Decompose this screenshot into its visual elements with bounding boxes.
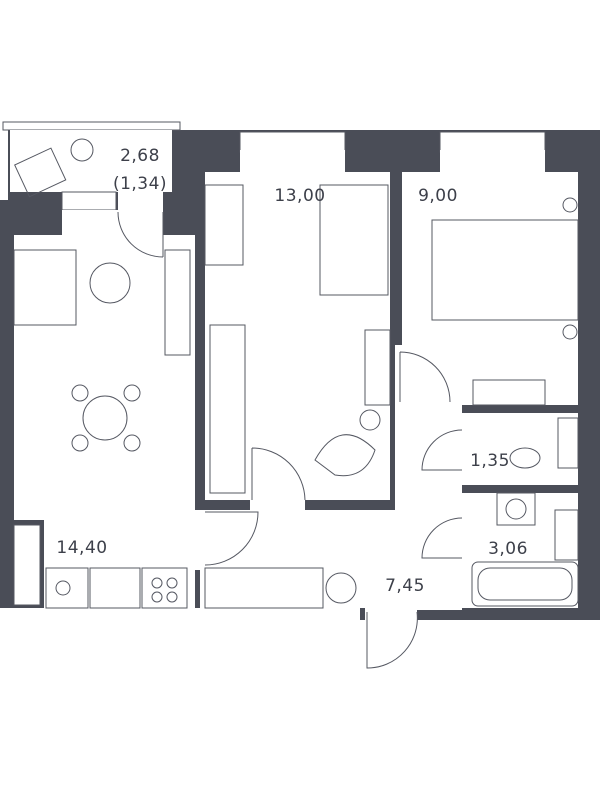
wc-door[interactable] [421,429,463,471]
window [439,131,546,153]
kitchen-door[interactable] [204,511,259,566]
balcony-railing [2,121,181,131]
bedroom-1-door[interactable] [251,447,306,501]
furniture [13,138,579,609]
entrance-door[interactable] [366,611,418,669]
bedroom-2-door[interactable] [399,351,451,403]
balcony-reduced-area: (1,34) [112,174,168,194]
bathroom-door[interactable] [421,517,463,559]
bedroom-2-area: 9,00 [418,186,458,206]
bedroom-1-room [205,172,390,500]
bedroom-1-area: 13,00 [274,186,326,206]
balcony-area-label: 2,68 (1,34) [110,145,170,195]
window [239,131,346,153]
hallway-area: 7,45 [385,576,425,596]
bathroom-room [462,493,578,608]
balcony-door[interactable] [117,211,164,258]
balcony-area: 2,68 [120,146,160,166]
bathroom-area: 3,06 [488,539,528,559]
kitchen-living-area: 14,40 [56,538,108,558]
balcony [10,130,172,192]
wc-area: 1,35 [470,451,510,471]
